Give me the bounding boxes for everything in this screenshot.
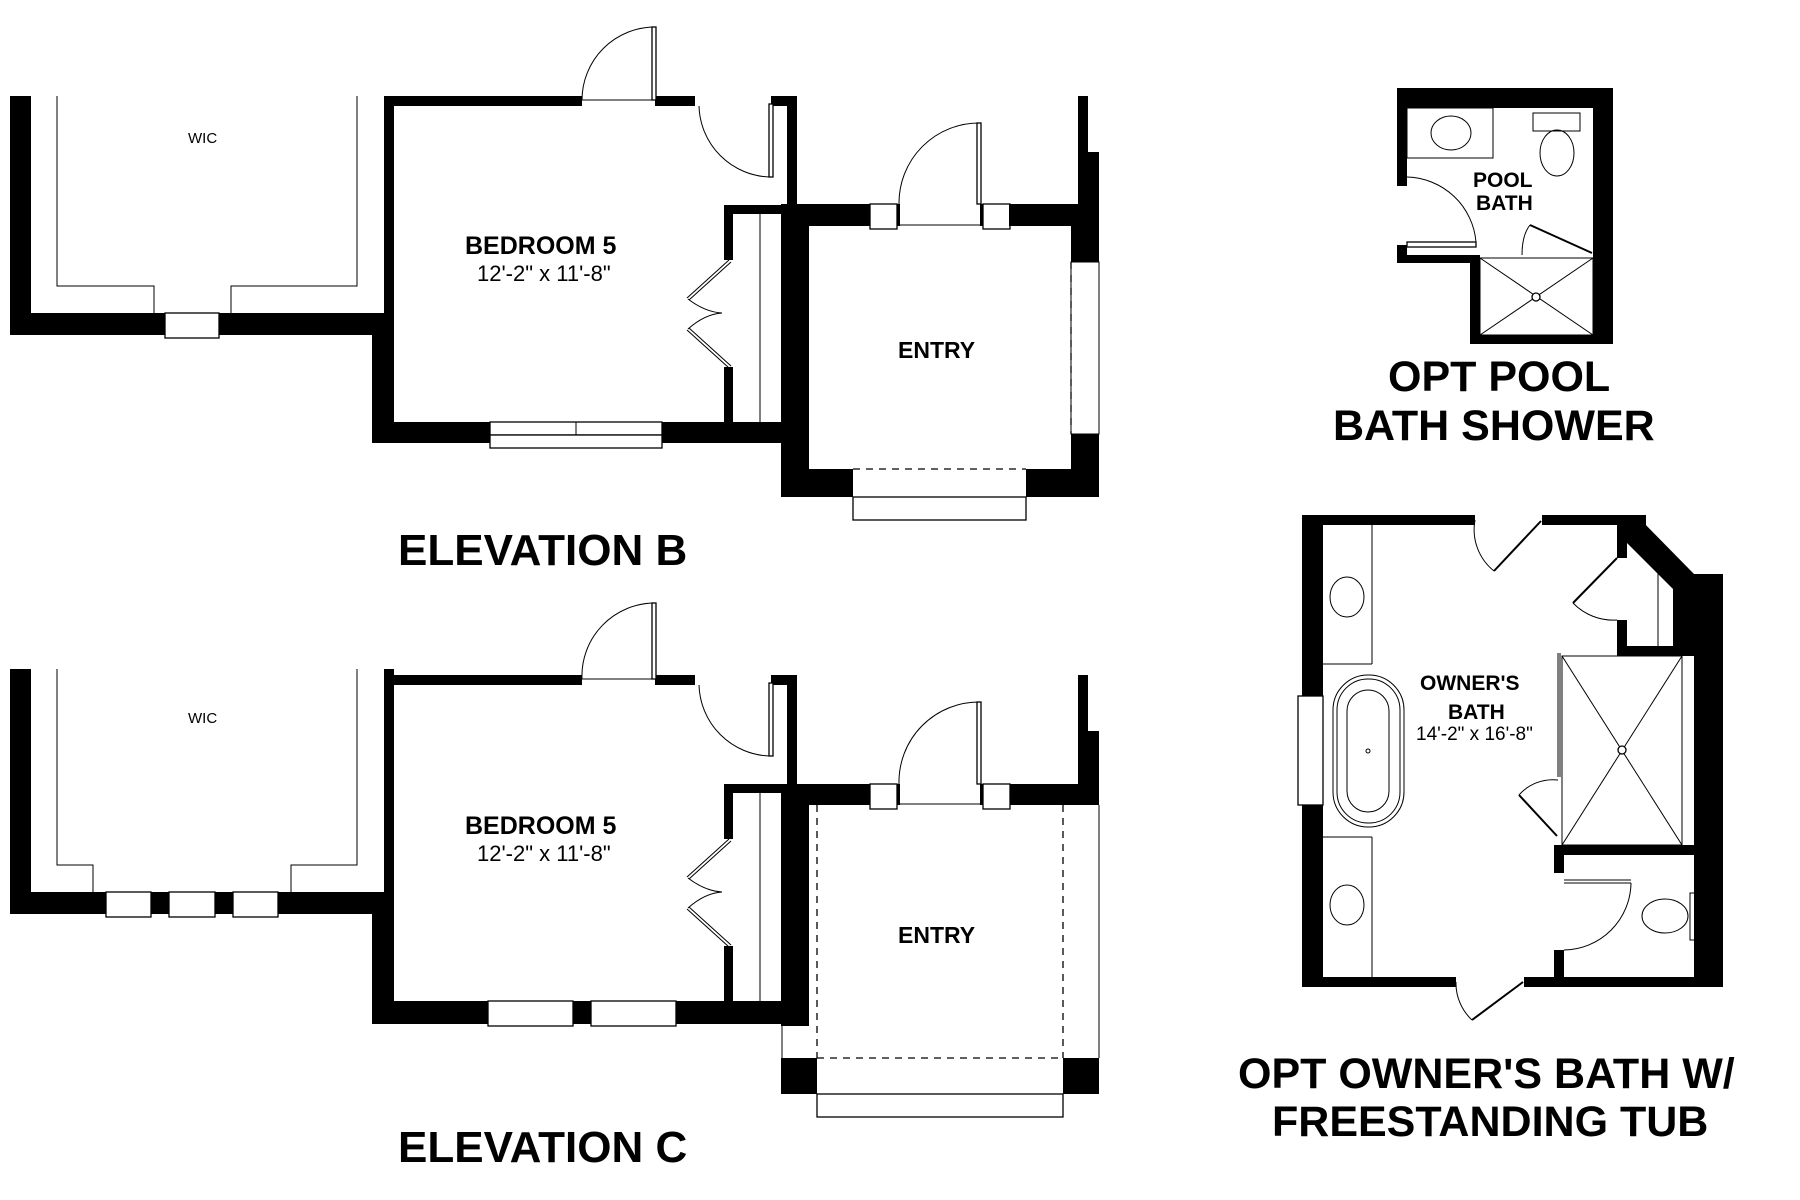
bedroom-dimensions-c: 12'-2" x 11'-8": [477, 841, 611, 866]
pool-bath-title-line2: BATH SHOWER: [1333, 402, 1655, 450]
owners-bath-dimensions: 14'-2" x 16'-8": [1416, 724, 1533, 745]
wic-b: [10, 96, 394, 443]
pool-bath-name-line2: BATH: [1476, 192, 1533, 215]
pool-bath-plan: [1397, 88, 1613, 344]
wic-window: [164, 312, 220, 339]
owners-bath-name-line1: OWNER'S: [1420, 672, 1520, 695]
elevation-b-plan: [10, 26, 1100, 521]
elevation-c-plan: [10, 602, 1100, 1118]
owners-bath-name-line2: BATH: [1448, 701, 1505, 724]
elevation-b-title: ELEVATION B: [398, 526, 688, 575]
entry-b: [781, 96, 1100, 521]
bedroom-c: [372, 602, 797, 1027]
bedroom-name-c: BEDROOM 5: [465, 812, 617, 840]
entry-name-b: ENTRY: [898, 337, 976, 363]
owners-bath-title-line1: OPT OWNER'S BATH W/: [1238, 1050, 1735, 1098]
bedroom-b: [372, 26, 797, 449]
pool-bath-title-line1: OPT POOL: [1388, 353, 1611, 401]
wic-label-c: WIC: [188, 710, 218, 727]
bedroom-name-b: BEDROOM 5: [465, 232, 617, 260]
owners-bath-plan: [1297, 515, 1723, 1021]
entry-name-c: ENTRY: [898, 922, 976, 948]
elevation-c-title: ELEVATION C: [398, 1123, 688, 1172]
pool-bath-name-line1: POOL: [1473, 169, 1533, 192]
entry-c: [781, 675, 1100, 1118]
bedroom-dimensions-b: 12'-2" x 11'-8": [477, 261, 611, 286]
wic-label-b: WIC: [188, 130, 218, 147]
owners-bath-title-line2: FREESTANDING TUB: [1272, 1098, 1709, 1146]
